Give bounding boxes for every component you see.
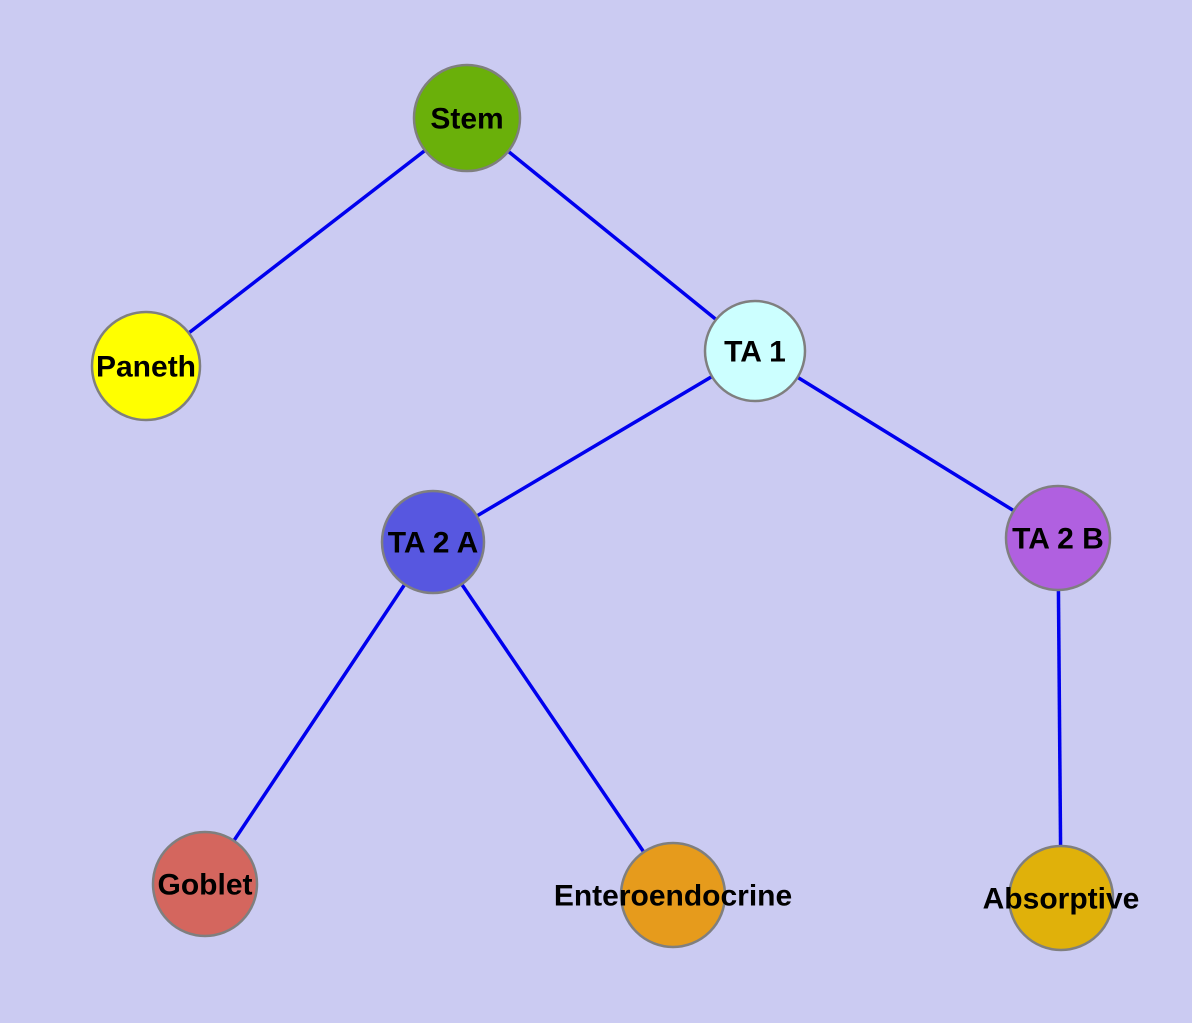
node-ta-1[interactable]: TA 1 — [703, 299, 807, 403]
node-absorptive[interactable]: Absorptive — [983, 844, 1140, 952]
node-circle-enteroendocrine[interactable] — [619, 841, 727, 949]
edge-ta-1-to-ta-2-b — [754, 349, 1059, 540]
node-circle-ta-2-b[interactable] — [1004, 484, 1112, 592]
node-circle-stem[interactable] — [412, 63, 522, 173]
edge-ta-2-b-to-absorptive — [1056, 537, 1063, 899]
node-circle-ta-1[interactable] — [703, 299, 807, 403]
edge-ta-1-to-ta-2-a — [432, 349, 756, 544]
node-enteroendocrine[interactable]: Enteroendocrine — [554, 841, 792, 949]
edge-stem-to-ta-1 — [465, 116, 757, 353]
node-circle-paneth[interactable] — [90, 310, 202, 422]
node-goblet[interactable]: Goblet — [151, 830, 259, 938]
edge-ta-2-a-to-goblet — [203, 541, 435, 885]
edge-stem-to-paneth — [144, 116, 469, 368]
node-circle-goblet[interactable] — [151, 830, 259, 938]
node-circle-ta-2-a[interactable] — [380, 489, 486, 595]
node-ta-2-a[interactable]: TA 2 A — [380, 489, 486, 595]
node-circle-absorptive[interactable] — [1007, 844, 1115, 952]
edge-ta-2-a-to-enteroendocrine — [431, 541, 675, 896]
edges-layer — [144, 116, 1063, 899]
node-paneth[interactable]: Paneth — [90, 310, 202, 422]
node-stem[interactable]: Stem — [412, 63, 522, 173]
node-ta-2-b[interactable]: TA 2 B — [1004, 484, 1112, 592]
